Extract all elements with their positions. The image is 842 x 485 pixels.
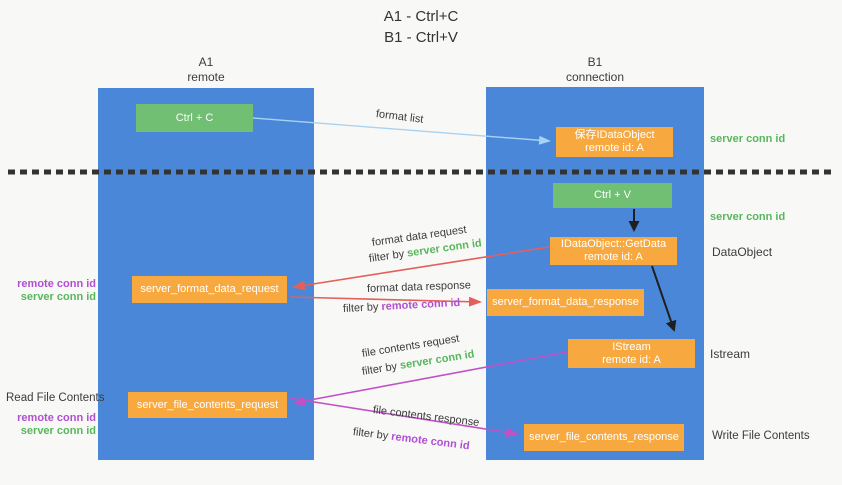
server-conn-id-side-label-top: server conn id <box>710 133 786 145</box>
remote-conn-id-text: remote conn id <box>381 296 461 313</box>
ctrl-c-node: Ctrl + C <box>136 104 253 132</box>
file-contents-response-filter-label: filter by remote conn id <box>352 426 470 452</box>
save-idataobject-line1: 保存IDataObject <box>574 129 655 141</box>
istream-line2: remote id: A <box>602 353 661 366</box>
lane-header-b1: B1 connection <box>486 55 704 85</box>
server-file-contents-request-node: server_file_contents_request <box>128 392 287 418</box>
lane-header-a1: A1 remote <box>98 55 314 85</box>
conn-id-pair-1: remote conn id server conn id <box>12 278 96 304</box>
format-list-label: format list <box>375 108 425 126</box>
filter-by-text: filter by <box>342 301 379 315</box>
read-file-contents-label: Read File Contents <box>6 392 105 404</box>
diagram-title: A1 - Ctrl+C B1 - Ctrl+V <box>0 6 842 48</box>
filter-by-text: filter by <box>361 360 398 378</box>
ctrl-v-label: Ctrl + V <box>594 189 631 201</box>
idataobject-getdata-node: IDataObject::GetData remote id: A <box>550 237 677 265</box>
conn-id-pair-2: remote conn id server conn id <box>12 412 96 438</box>
remote-conn-id-text: remote conn id <box>390 430 471 453</box>
title-line-1: A1 - Ctrl+C <box>383 8 459 25</box>
server-file-contents-response-node: server_file_contents_response <box>524 424 684 451</box>
server-format-data-response-label: server_format_data_response <box>492 296 639 308</box>
format-data-response-label: format data response <box>366 279 472 295</box>
remote-conn-id-label: remote conn id <box>17 412 96 424</box>
dataobject-side-label: DataObject <box>712 245 773 259</box>
lane-b1-name: B1 <box>587 55 603 69</box>
filter-by-text: filter by <box>352 426 389 443</box>
lane-a1-name: A1 <box>198 55 214 69</box>
ctrl-c-label: Ctrl + C <box>175 111 214 124</box>
istream-node: IStream remote id: A <box>568 339 695 368</box>
server-format-data-response-node: server_format_data_response <box>487 289 644 316</box>
title-line-2: B1 - Ctrl+V <box>384 29 458 46</box>
istream-line1: IStream <box>612 340 651 353</box>
lane-a1-role: remote <box>187 70 225 84</box>
server-conn-id-side-label-mid: server conn id <box>710 211 786 223</box>
istream-side-label: Istream <box>710 347 751 361</box>
save-idataobject-node: 保存IDataObject remote id: A <box>556 127 673 157</box>
format-data-response-filter-label: filter by remote conn id <box>343 297 461 315</box>
write-file-contents-label: Write File Contents <box>712 430 810 442</box>
server-format-data-request-node: server_format_data_request <box>132 276 287 303</box>
lane-b1-role: connection <box>565 70 625 84</box>
save-idataobject-line2: remote id: A <box>585 142 644 154</box>
getdata-line2: remote id: A <box>584 251 643 263</box>
server-file-contents-request-label: server_file_contents_request <box>136 398 279 411</box>
server-format-data-request-label: server_format_data_request <box>140 283 279 295</box>
ctrl-v-node: Ctrl + V <box>553 183 672 208</box>
server-file-contents-response-label: server_file_contents_response <box>529 431 679 443</box>
file-contents-response-label: file contents response <box>372 404 480 429</box>
filter-by-text: filter by <box>368 248 405 265</box>
server-conn-id-label: server conn id <box>20 291 96 303</box>
remote-conn-id-label: remote conn id <box>17 278 96 290</box>
server-conn-id-label: server conn id <box>20 425 96 437</box>
getdata-line1: IDataObject::GetData <box>560 238 667 250</box>
